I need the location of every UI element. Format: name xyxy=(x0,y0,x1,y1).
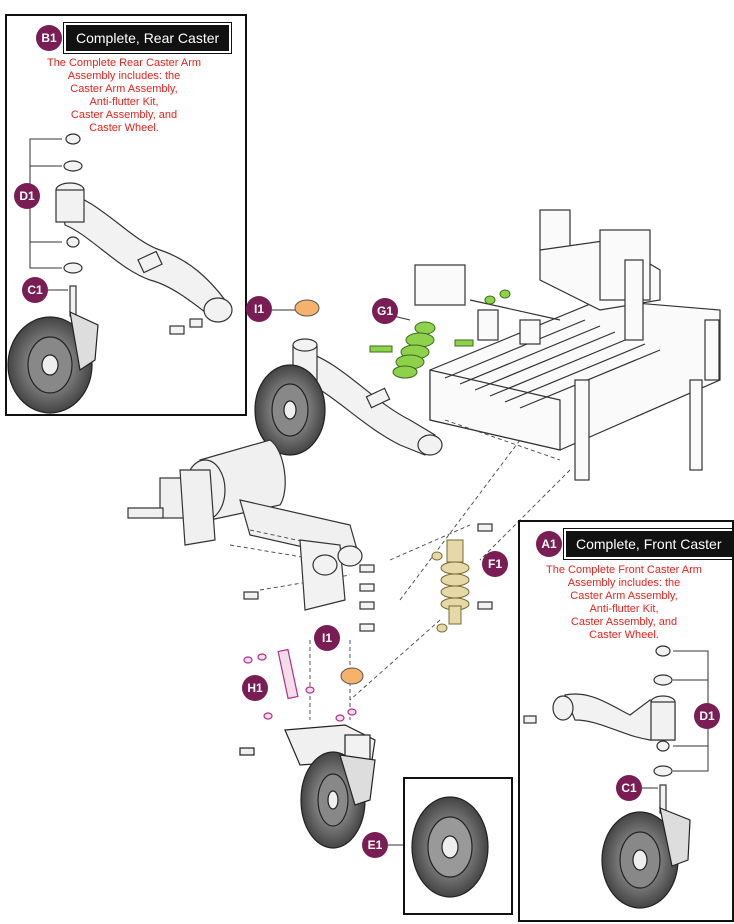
caster-bracket xyxy=(243,523,493,632)
front-caster-title: Complete, Front Caster xyxy=(563,528,734,560)
callout-h1: H1 xyxy=(242,675,268,701)
front-caster-title-row: A1 Complete, Front Caster xyxy=(536,528,734,560)
cap-top xyxy=(272,299,320,317)
bottom-caster xyxy=(239,724,376,849)
rear-caster-note: The Complete Rear Caster Arm Assembly in… xyxy=(46,57,202,134)
rear-caster-title: Complete, Rear Caster xyxy=(62,22,233,54)
callout-i1-top: I1 xyxy=(246,296,272,322)
front-caster-panel xyxy=(518,520,734,922)
main-frame xyxy=(414,209,721,481)
front-caster-badge: A1 xyxy=(536,531,562,557)
callout-front-d1: D1 xyxy=(694,703,720,729)
rear-caster-arm-art xyxy=(55,133,233,335)
front-caster-arm-art xyxy=(523,645,676,814)
callout-g1: G1 xyxy=(372,298,398,324)
callout-e1: E1 xyxy=(362,832,388,858)
rear-caster-title-row: B1 Complete, Rear Caster xyxy=(36,22,233,54)
e1-wheel xyxy=(411,796,489,898)
motor-gearbox xyxy=(127,439,361,561)
front-caster-wheel xyxy=(601,807,691,909)
callout-rear-c1: C1 xyxy=(22,277,48,303)
magenta-link xyxy=(243,648,357,722)
callout-front-c1: C1 xyxy=(616,775,642,801)
front-caster-note: The Complete Front Caster Arm Assembly i… xyxy=(546,564,702,641)
callout-i1-bottom: I1 xyxy=(314,625,340,651)
callout-f1: F1 xyxy=(482,551,508,577)
callout-rear-d1: D1 xyxy=(14,183,40,209)
rear-caster-wheel xyxy=(7,310,99,414)
rear-caster-panel xyxy=(5,14,247,416)
mid-caster-wheel xyxy=(254,364,326,456)
green-spring xyxy=(369,289,511,379)
e1-wheel-box xyxy=(403,777,513,915)
tan-shock xyxy=(431,539,470,633)
rear-caster-badge: B1 xyxy=(36,25,62,51)
cap-bottom xyxy=(340,667,364,685)
